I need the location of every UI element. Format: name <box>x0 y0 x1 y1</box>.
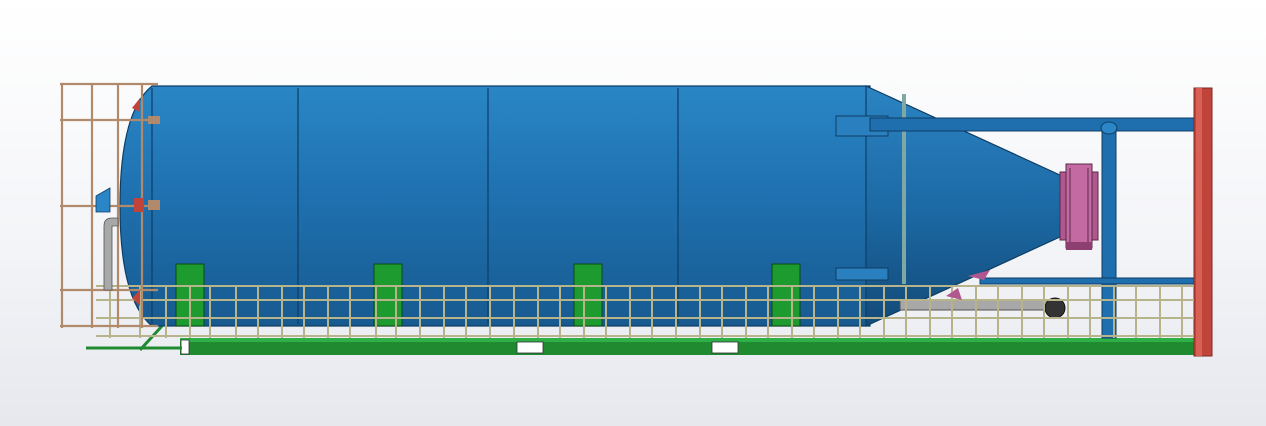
nozzles <box>95 98 990 306</box>
outlet-flange[interactable] <box>1059 163 1099 250</box>
vessel[interactable] <box>119 85 1063 327</box>
saddle-supports <box>175 263 801 327</box>
skid-lift-slot-1 <box>516 341 544 354</box>
skid-lift-slot-2 <box>711 341 739 354</box>
saddle-support-3 <box>573 263 603 327</box>
saddle-support-2 <box>373 263 403 327</box>
skid-base <box>86 324 1196 355</box>
railing <box>96 285 1194 338</box>
saddle-support-4 <box>771 263 801 327</box>
vessel-shell <box>119 85 871 327</box>
skid-base-beam <box>180 338 1196 355</box>
